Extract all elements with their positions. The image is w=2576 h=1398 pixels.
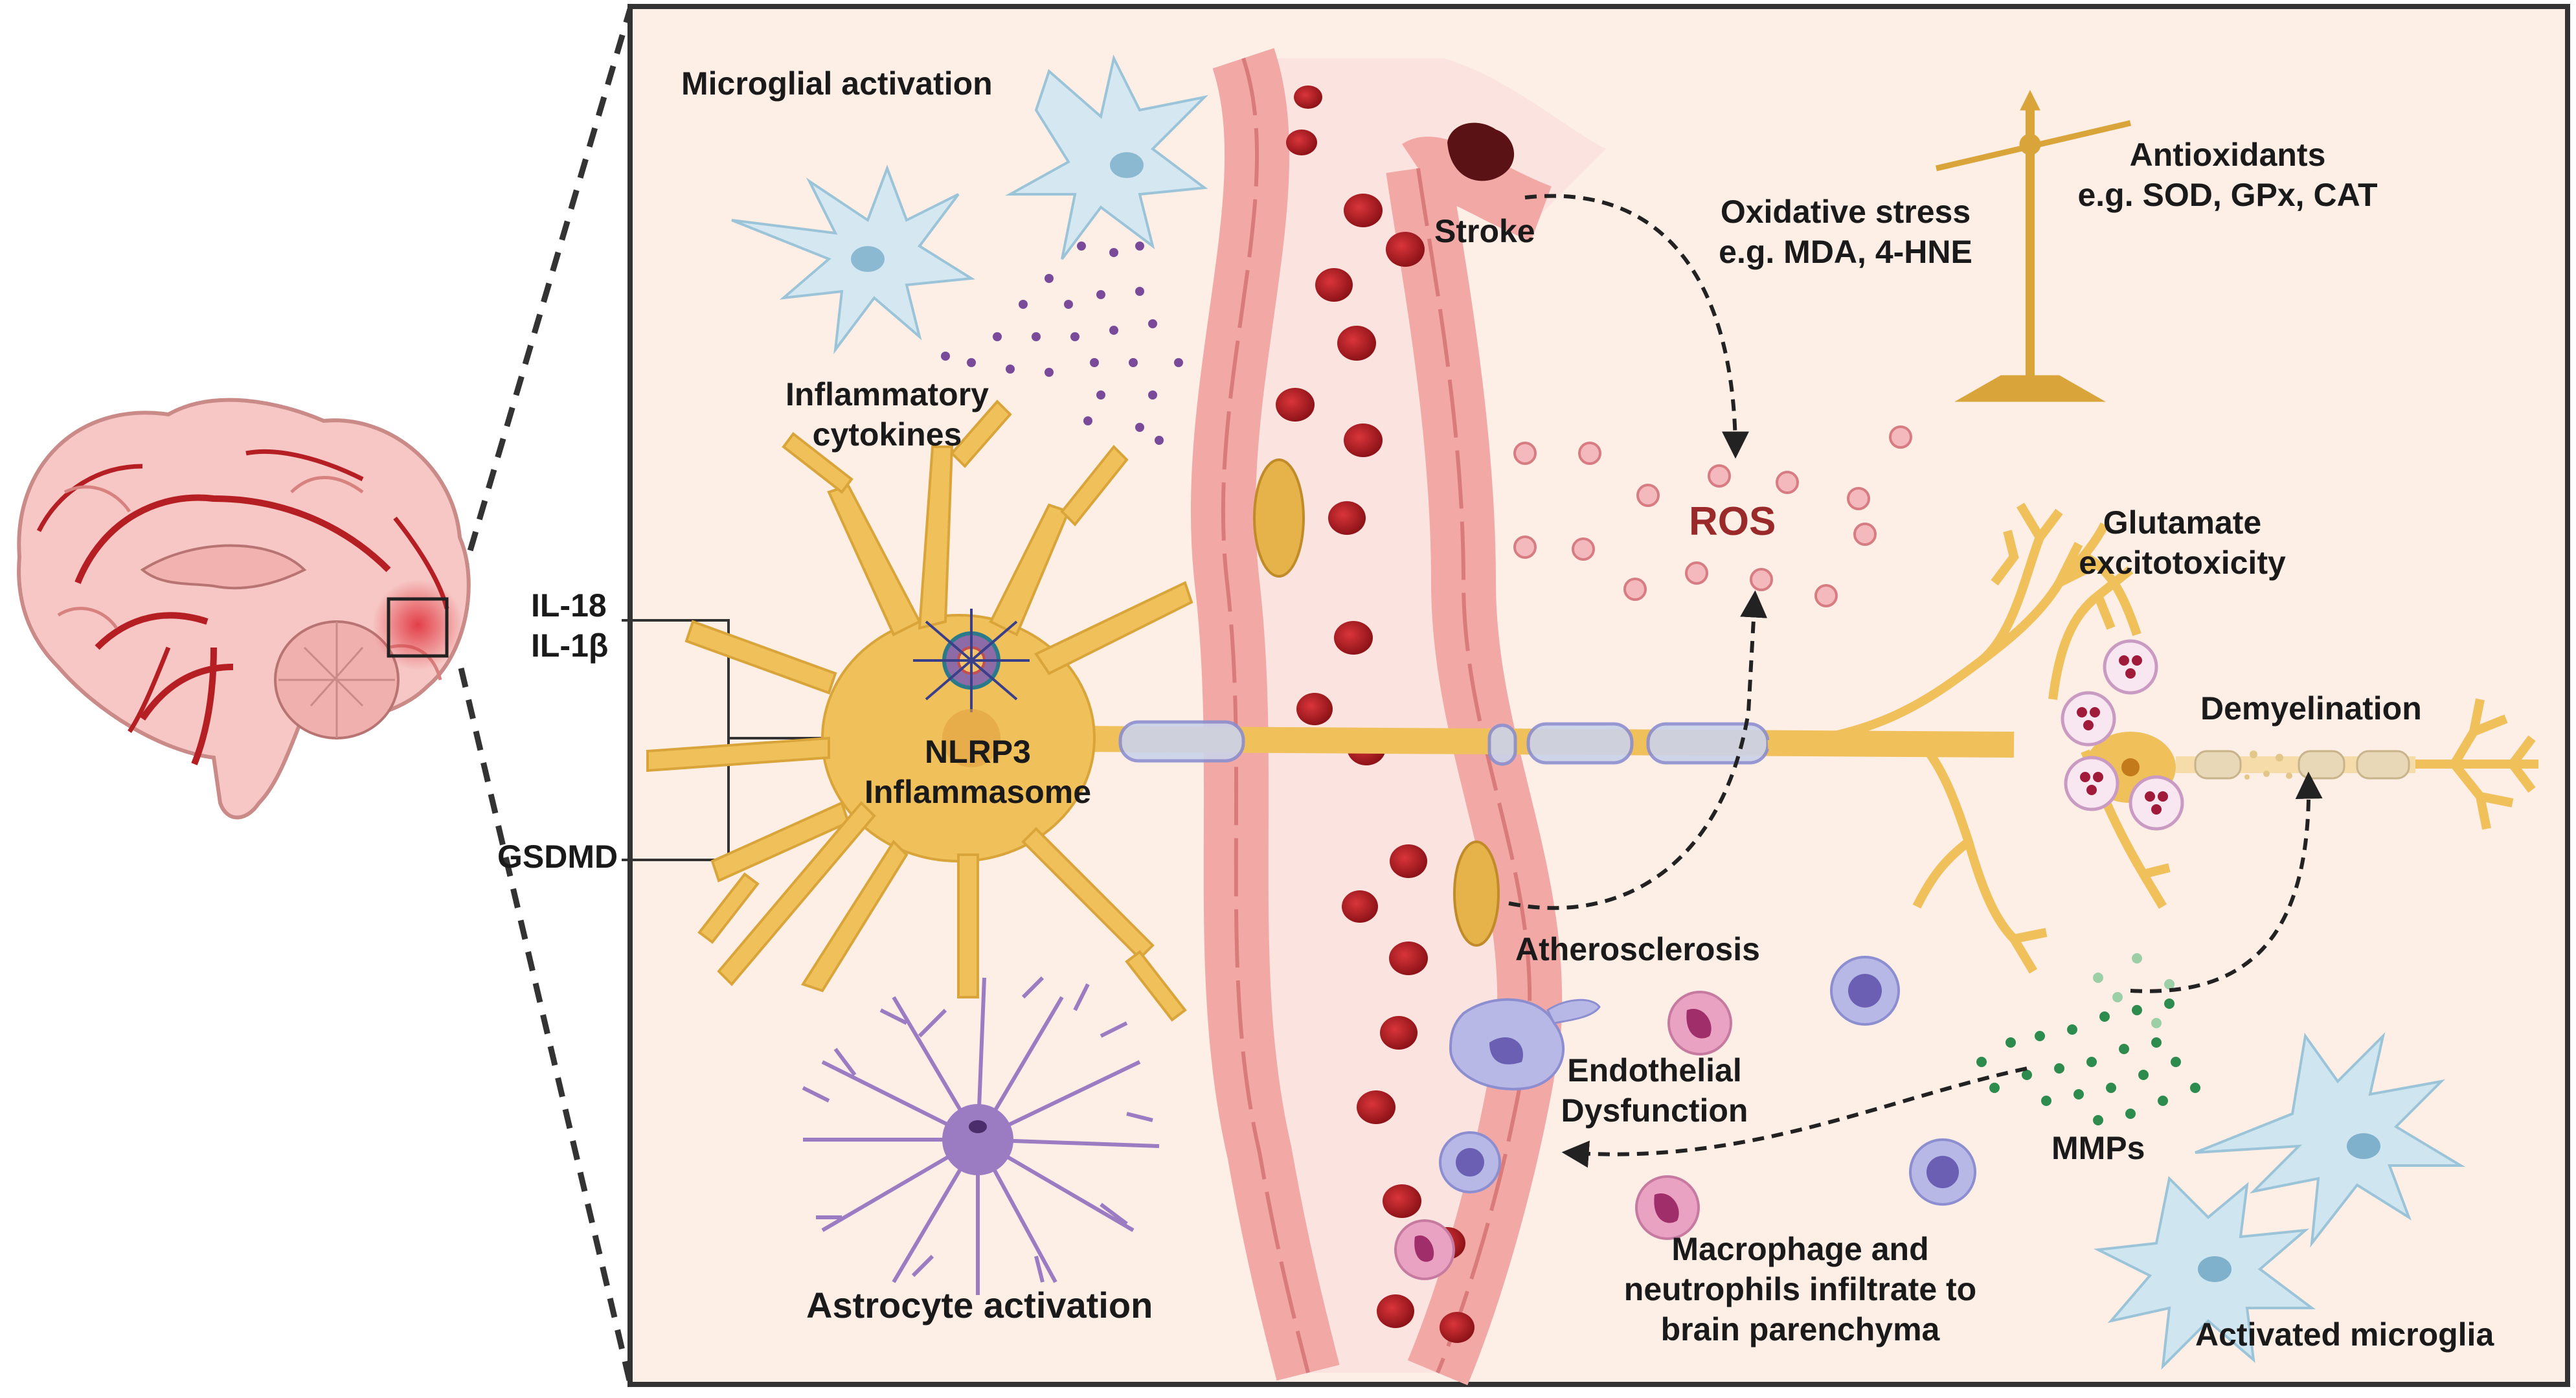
label-glutamate-line2: excitotoxicity	[2079, 545, 2286, 581]
label-macrophage-line2: neutrophils infiltrate to	[1623, 1271, 1977, 1307]
zoom-line-top	[458, 8, 633, 583]
zoom-box	[387, 597, 449, 658]
label-demyelination: Demyelination	[2200, 690, 2422, 727]
thrombus	[1447, 122, 1515, 181]
label-antioxidants: Antioxidants e.g. SOD, GPx, CAT	[2072, 135, 2383, 215]
cytokine-dots	[941, 242, 1183, 445]
label-macrophage-line1: Macrophage and	[1671, 1231, 1929, 1267]
atherosclerotic-plaque	[1453, 840, 1500, 947]
label-nlrp3: NLRP3 Inflammasome	[855, 732, 1101, 812]
label-glutamate-line1: Glutamate	[2103, 504, 2262, 541]
label-endothelial-line1: Endothelial	[1567, 1052, 1742, 1088]
label-astrocyte-activation: Astrocyte activation	[806, 1285, 1153, 1325]
antioxidant-scale	[1935, 89, 2132, 402]
label-ros: ROS	[1689, 499, 1776, 544]
label-oxidative-stress-line1: Oxidative stress	[1720, 194, 1971, 230]
neuron-axon	[971, 720, 2015, 766]
astrocyte-activated-body	[942, 1104, 1013, 1175]
label-nlrp3-line1: NLRP3	[925, 734, 1031, 770]
label-inflammatory-cytokines-line1: Inflammatory	[785, 376, 989, 412]
label-inflammatory-cytokines-line2: cytokines	[812, 416, 962, 453]
label-oxidative-stress: Oxidative stress e.g. MDA, 4-HNE	[1697, 192, 1994, 272]
label-gsdmd: GSDMD	[497, 839, 618, 875]
label-activated-microglia: Activated microglia	[2195, 1316, 2494, 1353]
ros-dots	[1513, 425, 1912, 607]
glutamate-vesicles	[2061, 639, 2184, 831]
flow-arrows	[1508, 194, 2323, 1168]
label-nlrp3-line2: Inflammasome	[864, 774, 1092, 810]
label-stroke: Stroke	[1434, 213, 1535, 249]
label-microglial-activation: Microglial activation	[681, 65, 993, 102]
label-endothelial: Endothelial Dysfunction	[1544, 1050, 1765, 1131]
label-antioxidants-line1: Antioxidants	[2129, 137, 2326, 173]
label-antioxidants-line2: e.g. SOD, GPx, CAT	[2077, 177, 2378, 213]
label-endothelial-line2: Dysfunction	[1561, 1092, 1748, 1129]
demyelinated-segment	[2176, 750, 2415, 780]
brain-illustration	[17, 398, 471, 820]
label-glutamate: Glutamate excitotoxicity	[2046, 502, 2318, 583]
immune-cells	[1394, 956, 1976, 1280]
label-oxidative-stress-line2: e.g. MDA, 4-HNE	[1719, 234, 1972, 270]
label-atherosclerosis: Atherosclerosis	[1515, 931, 1760, 967]
atherosclerotic-plaque	[1253, 458, 1305, 578]
label-il1b: IL-1β	[531, 627, 609, 664]
label-il18: IL-18	[531, 587, 607, 624]
label-macrophage-line3: brain parenchyma	[1660, 1311, 1940, 1347]
nlrp3-inflammasome	[913, 609, 1030, 767]
neuron-right	[1767, 502, 2538, 974]
mmp-dots-light	[2093, 953, 2175, 1028]
label-inflammatory-cytokines: Inflammatory cytokines	[764, 374, 1010, 455]
zoom-line-bottom	[458, 667, 633, 1384]
microglia-activated	[2094, 1032, 2466, 1370]
label-macrophage: Macrophage and neutrophils infiltrate to…	[1606, 1229, 1994, 1349]
mmp-dots	[1976, 998, 2200, 1125]
microglia-resting	[731, 54, 1209, 355]
label-mmps: MMPs	[2051, 1130, 2145, 1166]
